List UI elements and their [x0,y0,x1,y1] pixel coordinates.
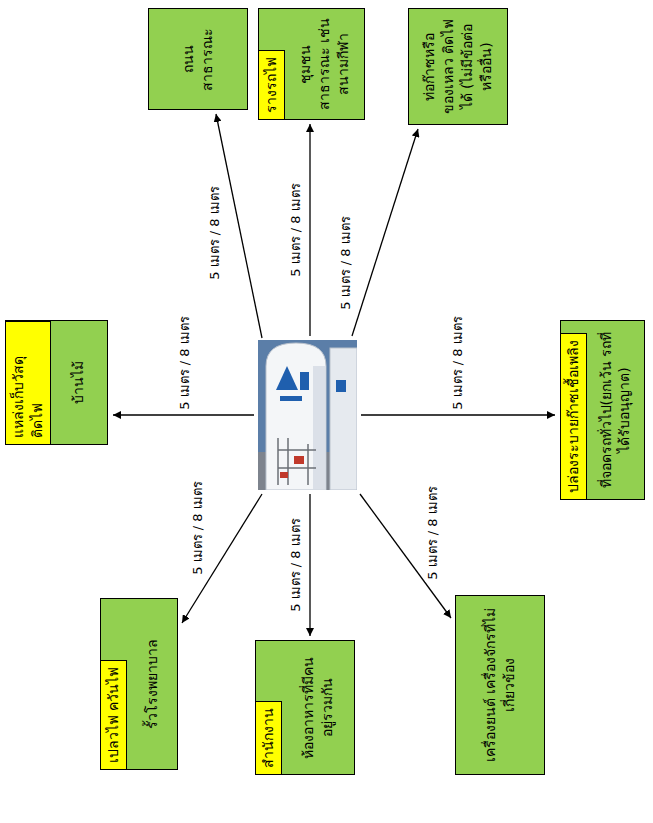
zone-box: เครื่องยนต์ เครื่องจักรที่ไม่เกี่ยวข้อง [455,595,545,775]
zone-text: เครื่องยนต์ เครื่องจักรที่ไม่เกี่ยวข้อง [456,596,544,774]
distance-arrow [309,494,310,636]
zone-box: ถนนสาธารณะ [148,8,248,110]
distance-label: 5 เมตร / 8 เมตร [288,181,304,278]
pipe [277,438,279,485]
labelled-zone-box: ปล่องระบายก๊าซเชื้อเพลิงที่จอดรถทั่วไป(ย… [560,320,645,500]
tank-shade [313,366,326,490]
labelled-zone-box: แหล่งเก็บวัสดุติดไฟบ้านไม้ [5,320,108,445]
tank-logo [300,372,309,390]
distance-arrow [352,129,418,336]
main-tank [266,343,326,490]
distance-arrows [113,114,555,636]
zone-text: ที่จอดรถทั่วไป(ยกเว้น รถที่ได้รับอนุญาต) [587,321,644,499]
category-heading: สำนักงาน [256,701,282,774]
gas-tank-photo [258,340,357,490]
tank-logo [336,380,346,392]
distance-label: 5 เมตร / 8 เมตร [425,484,441,581]
zone-text: ท่อก๊าซหรือของเหลว ติดไฟได้ (ไม่มีข้อต่อ… [409,9,507,124]
tank-logo [280,396,302,401]
labelled-zone-box: รางรถไฟชุมชนสาธารณะ เช่น สนามกีฬา [258,8,365,120]
distance-label: 5 เมตร / 8 เมตร [450,314,466,411]
tank-logo [276,366,298,390]
zone-text: รั้วโรงพยาบาล [127,599,177,769]
valve [294,456,304,464]
photo-sky [258,340,357,490]
category-heading: เปลวไฟ ควันไฟ [101,660,127,769]
pipe [278,467,316,469]
labelled-zone-box: สำนักงานห้องอาหารที่มีคน อยู่รวมกัน [255,640,355,775]
pipe [278,449,316,451]
category-heading: ปล่องระบายก๊าซเชื้อเพลิง [561,333,587,499]
distance-label: 5 เมตร / 8 เมตร [190,479,206,576]
valve [280,472,288,478]
second-tank [330,348,357,490]
zone-text: บ้านไม้ [51,321,107,444]
distance-label: 5 เมตร / 8 เมตร [207,184,223,281]
zone-text: ห้องอาหารที่มีคน อยู่รวมกัน [282,641,354,774]
category-heading: รางรถไฟ [259,50,285,119]
zone-text: ชุมชนสาธารณะ เช่น สนามกีฬา [285,9,364,119]
distance-arrow [309,124,310,336]
distance-label: 5 เมตร / 8 เมตร [177,314,193,411]
labelled-zone-box: เปลวไฟ ควันไฟรั้วโรงพยาบาล [100,598,178,770]
distance-arrow [216,114,262,338]
distance-label: 5 เมตร / 8 เมตร [288,516,304,613]
distance-arrow [113,414,254,415]
tank-piping [278,438,316,485]
zone-box: ท่อก๊าซหรือของเหลว ติดไฟได้ (ไม่มีข้อต่อ… [408,8,508,125]
distance-label: 5 เมตร / 8 เมตร [338,214,354,311]
pipe [307,444,309,485]
distance-arrow [361,414,555,415]
zone-text: ถนนสาธารณะ [149,9,247,109]
category-heading: แหล่งเก็บวัสดุติดไฟ [6,321,51,444]
